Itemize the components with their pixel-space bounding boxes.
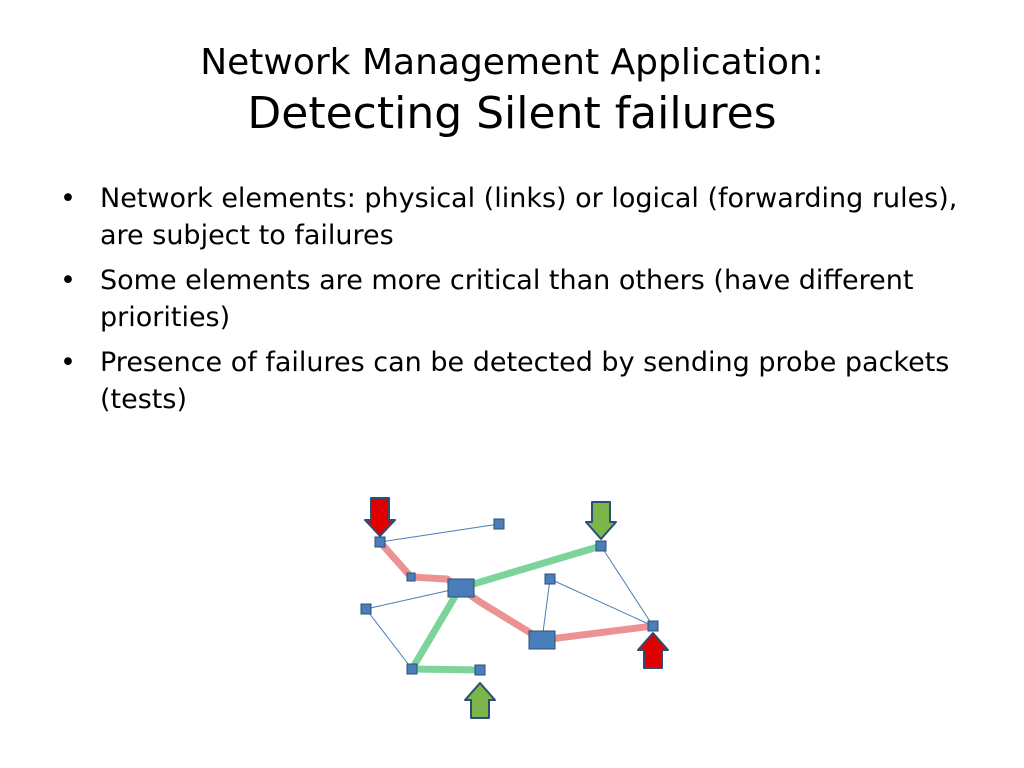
slide-title: Network Management Application: Detectin… <box>0 40 1024 142</box>
probe-path <box>408 542 605 674</box>
red-down-arrow-icon <box>364 497 396 537</box>
failure-marker-icon <box>637 632 669 669</box>
network-node <box>493 518 505 530</box>
bullet-marker: • <box>60 347 76 378</box>
network-node <box>647 620 659 632</box>
title-line-2: Detecting Silent failures <box>247 88 777 139</box>
network-node <box>360 603 372 615</box>
network-link <box>365 587 461 610</box>
network-link <box>541 578 551 641</box>
probe-marker-icon <box>585 501 617 540</box>
network-diagram <box>360 497 669 719</box>
network-links <box>365 523 654 670</box>
failure-marker-icon <box>364 497 396 537</box>
title-line-1: Network Management Application: <box>200 42 824 83</box>
bullet-text: Some elements are more critical than oth… <box>100 265 914 333</box>
network-node <box>406 663 418 675</box>
red-up-arrow-icon <box>637 632 669 669</box>
bullet-text: Network elements: physical (links) or lo… <box>100 183 958 251</box>
bullet-marker: • <box>60 183 76 214</box>
failed-path <box>376 538 657 644</box>
network-link <box>549 578 654 627</box>
network-node <box>595 540 607 552</box>
bullet-item: • Some elements are more critical than o… <box>60 262 960 336</box>
network-node <box>374 536 386 548</box>
bullet-list: • Network elements: physical (links) or … <box>60 180 960 426</box>
probe-marker-icon <box>464 682 496 719</box>
network-node <box>406 572 416 582</box>
bullet-item: • Presence of failures can be detected b… <box>60 344 960 418</box>
green-up-arrow-icon <box>464 682 496 719</box>
network-nodes <box>360 518 659 676</box>
bullet-item: • Network elements: physical (links) or … <box>60 180 960 254</box>
bullet-text: Presence of failures can be detected by … <box>100 347 950 415</box>
network-node <box>544 573 556 585</box>
network-link <box>379 523 500 543</box>
network-node <box>474 664 486 676</box>
network-link <box>600 545 654 627</box>
green-down-arrow-icon <box>585 501 617 540</box>
network-node-large <box>528 630 556 650</box>
bullet-marker: • <box>60 265 76 296</box>
network-node-large <box>447 578 475 598</box>
network-link <box>365 608 413 670</box>
